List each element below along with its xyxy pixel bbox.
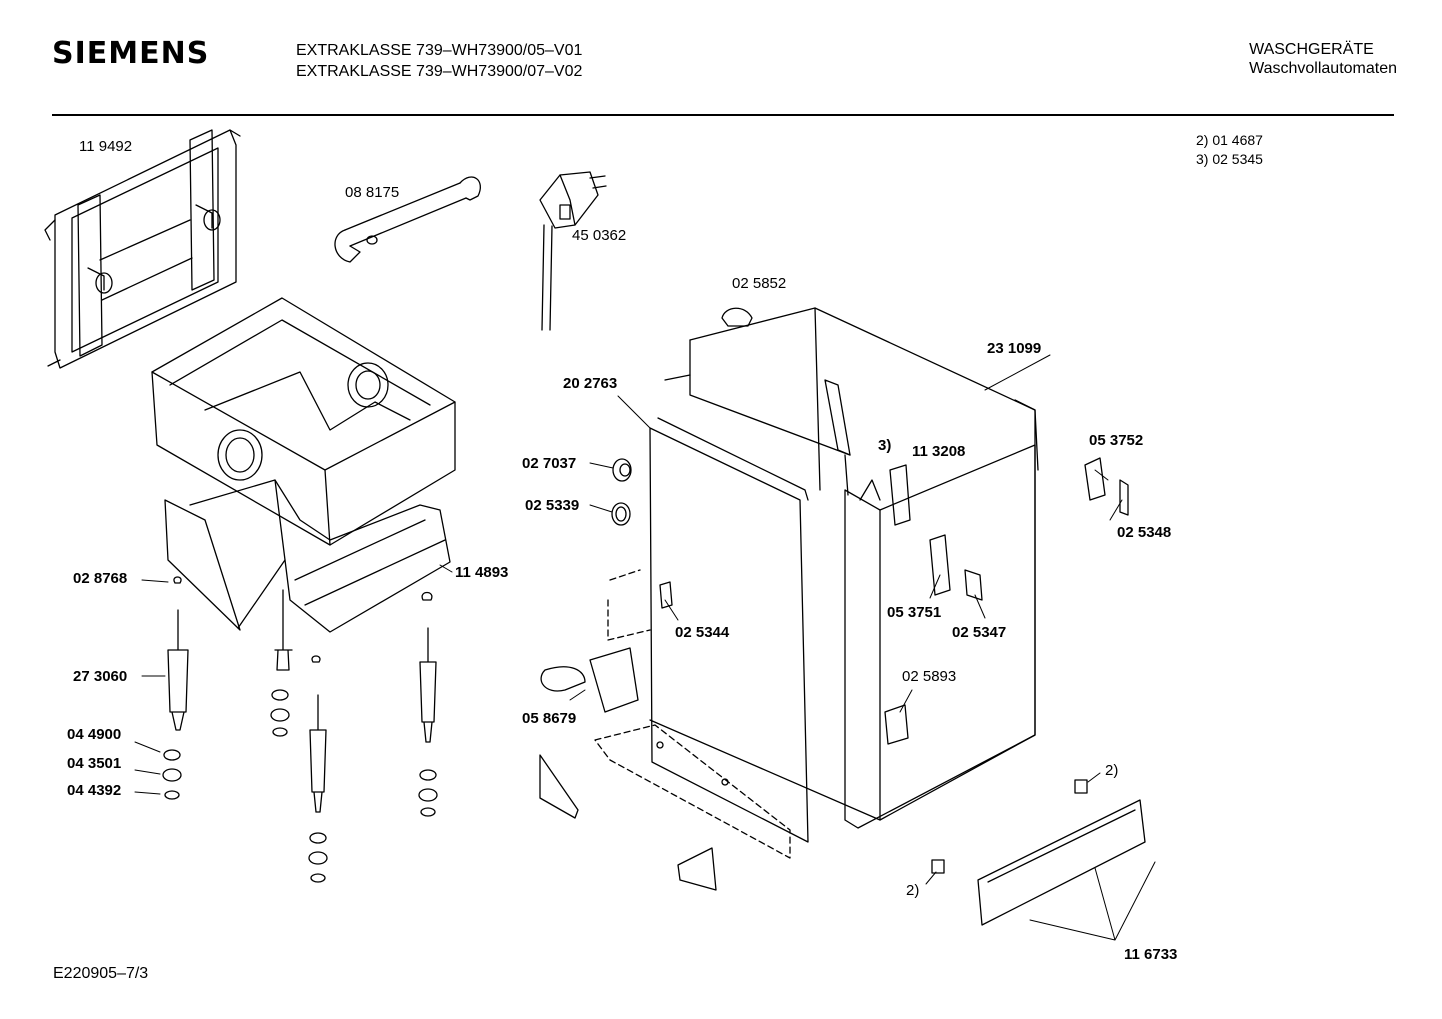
tub-housing (152, 298, 455, 545)
mounting-frame (45, 130, 240, 368)
counterweight (165, 480, 450, 632)
model-line-2: EXTRAKLASSE 739–WH73900/07–V02 (296, 63, 583, 80)
wrench (335, 177, 480, 262)
model-line-1: EXTRAKLASSE 739–WH73900/05–V01 (296, 42, 583, 59)
part-label-027037: 02 7037 (522, 455, 577, 472)
part-label-053752: 05 3752 (1089, 432, 1144, 449)
part-label-025347: 02 5347 (952, 624, 1007, 641)
footnote-marker-2b: 2) (906, 882, 920, 899)
part-label-058679: 05 8679 (522, 710, 577, 727)
footnote-marker-2a: 2) (1105, 762, 1119, 779)
footnote-block: 2) 01 4687 3) 02 5345 (1196, 131, 1263, 169)
part-label-025348: 02 5348 (1117, 524, 1172, 541)
part-label-231099: 23 1099 (987, 340, 1042, 357)
part-label-028768: 02 8768 (73, 570, 128, 587)
part-label-088175: 08 8175 (345, 184, 400, 201)
category-line-2: Waschvollautomaten (1249, 60, 1397, 77)
part-label-116733: 11 6733 (1124, 946, 1178, 963)
grommets (612, 459, 631, 525)
kick-panel (978, 800, 1145, 925)
document-id: E220905–7/3 (53, 965, 149, 982)
part-label-043501: 04 3501 (67, 755, 122, 772)
header-rule (52, 114, 1394, 116)
base-frame (595, 570, 790, 858)
part-label-025852: 02 5852 (732, 275, 787, 292)
side-panel (650, 418, 808, 842)
small-brackets (540, 308, 1128, 890)
part-label-025893: 02 5893 (902, 668, 957, 685)
product-category: WASCHGERÄTE Waschvollautomaten (1249, 40, 1397, 78)
footnote-3: 3) 02 5345 (1196, 151, 1263, 167)
model-designation: EXTRAKLASSE 739–WH73900/05–V01 EXTRAKLAS… (296, 40, 582, 82)
shock-absorbers (163, 577, 437, 882)
brand-logo: SIEMENS (52, 36, 210, 71)
footnote-marker-3: 3) (878, 437, 892, 454)
part-label-025339: 02 5339 (525, 497, 580, 514)
part-label-044900: 04 4900 (67, 726, 122, 743)
cabinet-frame (650, 308, 1038, 820)
rear-panel (845, 445, 1035, 828)
mains-plug (540, 172, 606, 330)
category-line-1: WASCHGERÄTE (1249, 41, 1374, 58)
part-label-044392: 04 4392 (67, 782, 122, 799)
part-label-273060: 27 3060 (73, 668, 128, 685)
part-label-202763: 20 2763 (563, 375, 618, 392)
part-label-113208: 11 3208 (912, 443, 966, 460)
leader-lines (135, 355, 1155, 940)
footnote-2: 2) 01 4687 (1196, 132, 1263, 148)
part-label-025344: 02 5344 (675, 624, 730, 641)
part-label-119492: 11 9492 (79, 138, 133, 155)
part-label-053751: 05 3751 (887, 604, 942, 621)
part-label-450362: 45 0362 (572, 227, 627, 244)
part-label-114893: 11 4893 (455, 564, 509, 581)
